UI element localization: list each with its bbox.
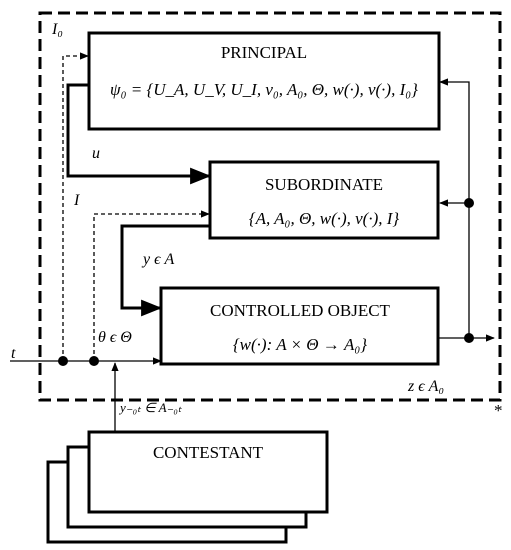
star-mark: * xyxy=(494,401,503,420)
label-theta: θ ϵ Θ xyxy=(98,329,132,346)
I0-link xyxy=(62,52,89,361)
I-link xyxy=(93,210,210,361)
label-y: y ϵ A xyxy=(141,251,175,268)
subordinate-formula: {A, A₀, Θ, w(·), v(·), I} xyxy=(249,209,400,228)
label-t: t xyxy=(11,345,16,362)
contestant-title: CONTESTANT xyxy=(153,443,264,462)
label-y-contestant: y₋₀ₜ ∈ A₋₀ₜ xyxy=(118,400,183,415)
z-to-principal xyxy=(439,78,470,203)
label-I: I xyxy=(73,192,80,209)
subordinate-block: SUBORDINATE {A, A₀, Θ, w(·), v(·), I} xyxy=(208,160,440,240)
u-link xyxy=(66,83,212,185)
principal-title: PRINCIPAL xyxy=(221,43,307,62)
system-boundary xyxy=(38,11,502,402)
principal-block: PRINCIPAL ψ₀ = {U_A, U_V, U_I, v₀, A₀, Θ… xyxy=(87,31,441,131)
label-I0: I₀ xyxy=(51,21,63,38)
controlled-object-title: CONTROLLED OBJECT xyxy=(210,301,391,320)
y-link xyxy=(120,224,210,317)
controlled-object-formula: {w(·): A × Θ → A₀} xyxy=(233,335,367,354)
contestant-block: CONTESTANT xyxy=(46,430,329,544)
controlled-object-block: CONTROLLED OBJECT {w(·): A × Θ → A₀} xyxy=(159,286,440,366)
subordinate-title: SUBORDINATE xyxy=(265,175,383,194)
label-z: z ϵ A₀ xyxy=(407,378,444,395)
label-u: u xyxy=(92,145,100,162)
principal-formula: ψ₀ = {U_A, U_V, U_I, v₀, A₀, Θ, w(·), v(… xyxy=(110,80,418,99)
